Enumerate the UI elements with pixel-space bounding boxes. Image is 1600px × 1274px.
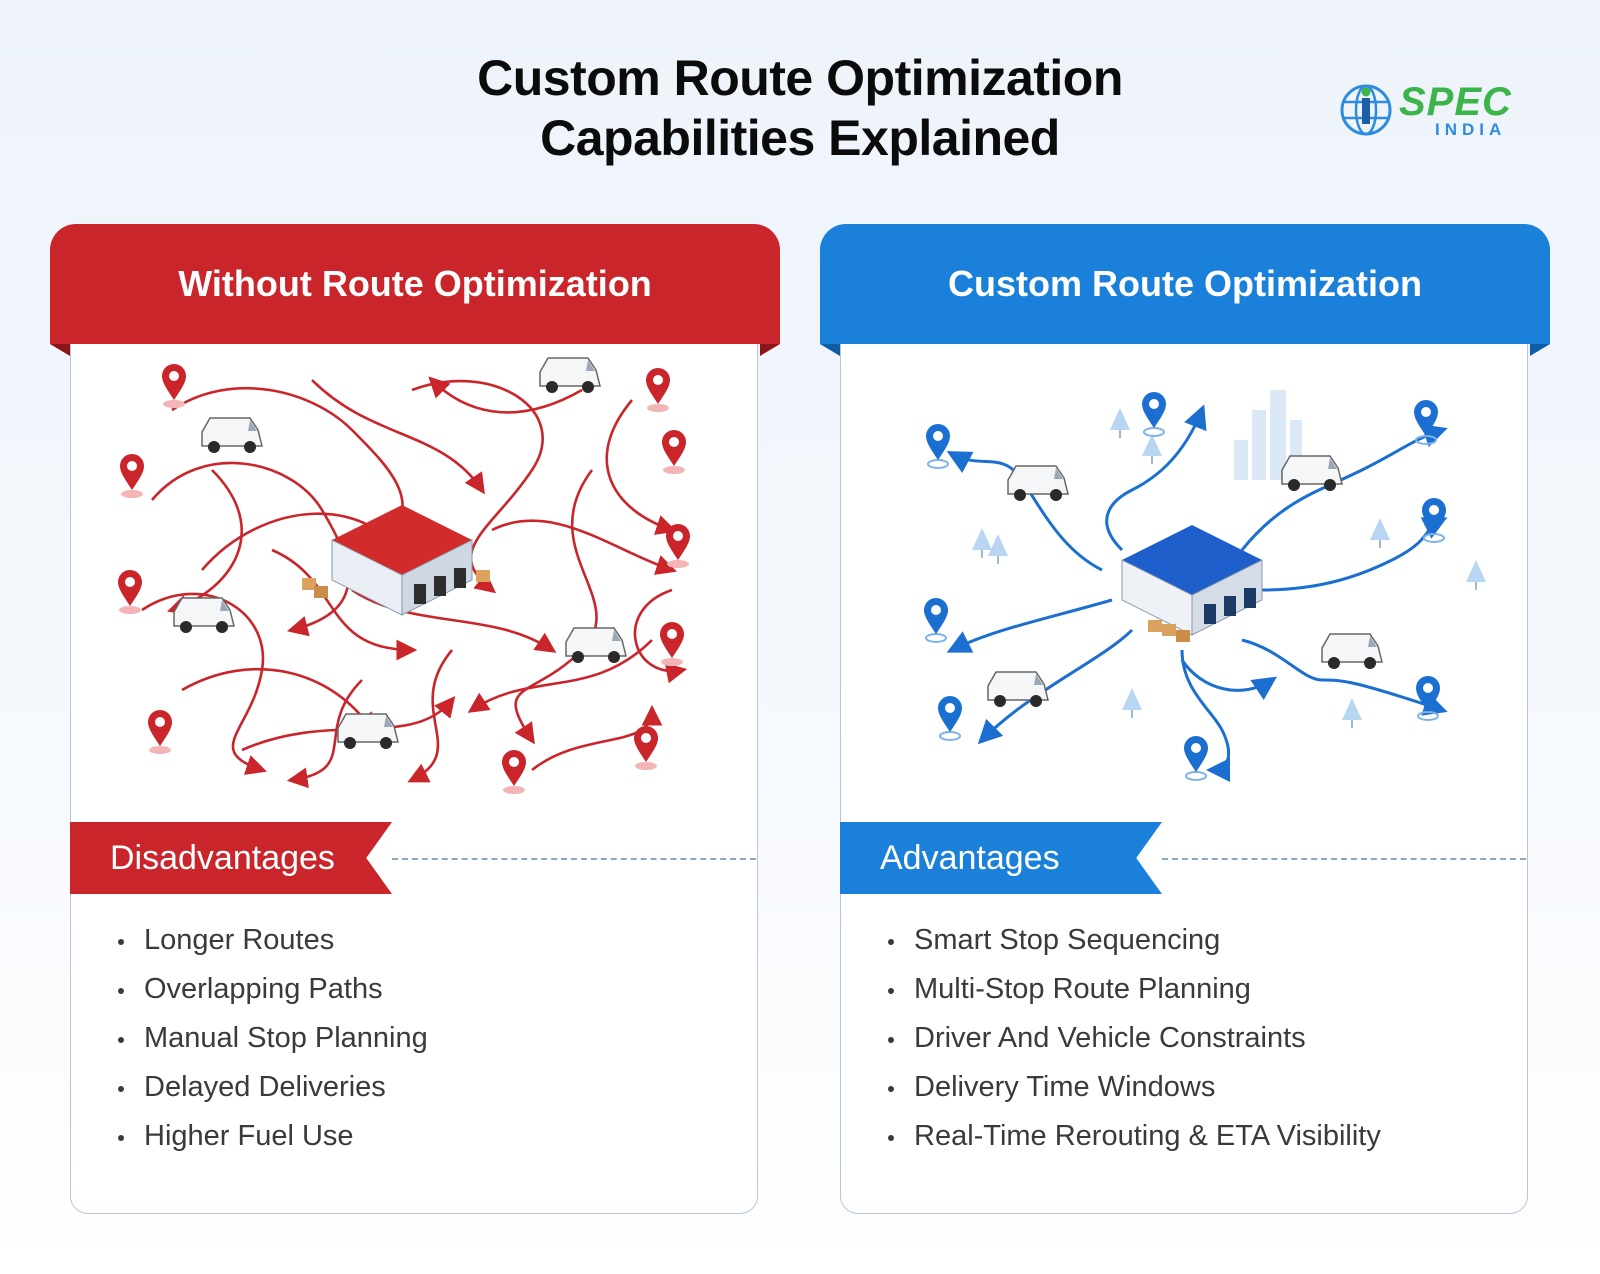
tangled-routes-illustration [118, 357, 690, 794]
list-item: Delayed Deliveries [114, 1067, 428, 1116]
page-title: Custom Route Optimization Capabilities E… [0, 48, 1600, 168]
divider [1162, 858, 1526, 860]
ribbon-label: Advantages [880, 838, 1060, 877]
list-item: Higher Fuel Use [114, 1116, 428, 1165]
list-item: Manual Stop Planning [114, 1018, 428, 1067]
list-item: Real-Time Rerouting & ETA Visibility [884, 1116, 1381, 1165]
globe-i-icon [1340, 84, 1392, 136]
without-optimization-panel: Without Route Optimization [50, 224, 780, 1224]
panel-header: Without Route Optimization [50, 224, 780, 344]
logo-wordmark: SPEC [1399, 80, 1512, 124]
logo-subtitle: INDIA [1435, 120, 1507, 139]
list-item: Delivery Time Windows [884, 1067, 1381, 1116]
list-item: Multi-Stop Route Planning [884, 969, 1381, 1018]
advantages-ribbon: Advantages [840, 822, 1162, 894]
optimized-routes-illustration [923, 390, 1486, 782]
list-item: Driver And Vehicle Constraints [884, 1018, 1381, 1067]
advantages-list: Smart Stop Sequencing Multi-Stop Route P… [884, 920, 1381, 1165]
panel-heading: Custom Route Optimization [948, 263, 1422, 304]
custom-optimization-panel: Custom Route Optimization [820, 224, 1550, 1224]
title-line-1: Custom Route Optimization [477, 50, 1123, 106]
disadvantages-ribbon: Disadvantages [70, 822, 392, 894]
panel-header: Custom Route Optimization [820, 224, 1550, 344]
title-line-2: Capabilities Explained [540, 110, 1060, 166]
divider [392, 858, 756, 860]
list-item: Longer Routes [114, 920, 428, 969]
panel-card [840, 284, 1528, 1214]
disadvantages-list: Longer Routes Overlapping Paths Manual S… [114, 920, 428, 1165]
list-item: Overlapping Paths [114, 969, 428, 1018]
spec-india-logo: SPEC INDIA [1337, 80, 1527, 146]
ribbon-label: Disadvantages [110, 838, 335, 877]
list-item: Smart Stop Sequencing [884, 920, 1381, 969]
panel-heading: Without Route Optimization [178, 263, 652, 304]
